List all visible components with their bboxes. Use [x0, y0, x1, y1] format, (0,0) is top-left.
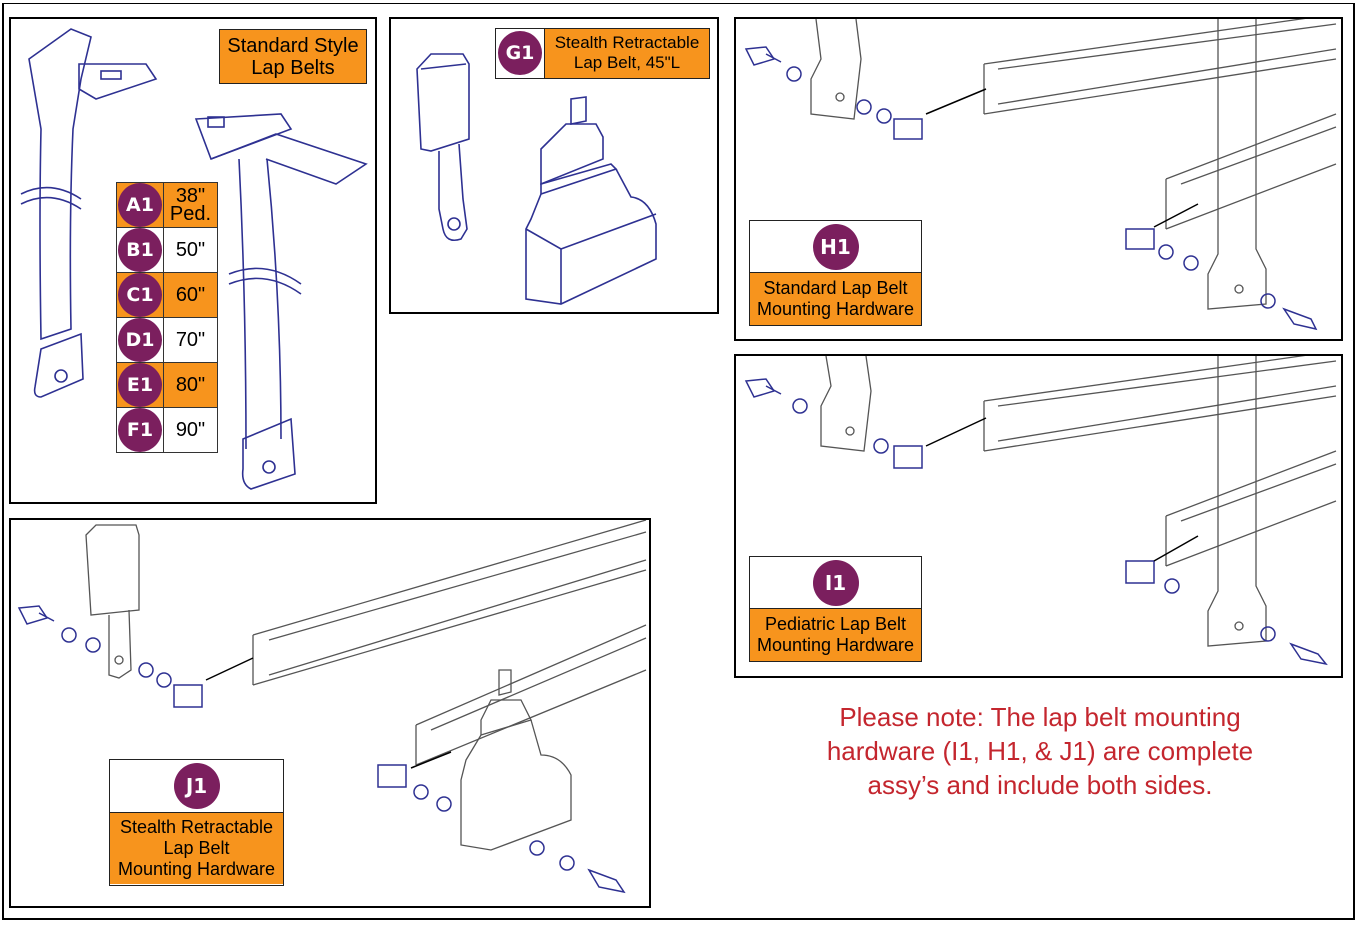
length-cell: 50" [163, 227, 218, 273]
label-line: Lap Belt [163, 838, 230, 858]
panel-standard-mounting-hardware: H1 Standard Lap Belt Mounting Hardware [734, 17, 1343, 341]
panel-stealth-mounting-hardware: J1 Stealth Retractable Lap Belt Mounting… [9, 518, 651, 908]
label-line: Standard Style [227, 35, 359, 57]
part-badge: B1 [118, 228, 162, 272]
length-cell: 60" [163, 272, 218, 318]
pediatric-hardware-drawing [744, 356, 1337, 666]
label-line: Mounting Hardware [756, 635, 915, 655]
part-badge: A1 [118, 183, 162, 227]
label-line: Mounting Hardware [117, 859, 276, 879]
j1-title: Stealth Retractable Lap Belt Mounting Ha… [110, 813, 283, 884]
label-line: Mounting Hardware [756, 299, 915, 319]
label-line: Lap Belts [251, 57, 335, 79]
length-value: 38" [175, 185, 206, 207]
standard-style-label: Standard Style Lap Belts [219, 29, 367, 84]
j1-badge-area: J1 [110, 760, 283, 813]
part-badge-h1: H1 [812, 223, 859, 270]
mounting-hardware-note: Please note: The lap belt mounting hardw… [770, 700, 1310, 802]
label-line: Standard Lap Belt [763, 278, 908, 298]
g1-title: Stealth Retractable Lap Belt, 45"L [544, 29, 709, 78]
retractable-belt-drawing [416, 53, 657, 305]
i1-badge-area: I1 [750, 557, 921, 609]
part-badge-i1: I1 [812, 559, 859, 606]
stealth-hardware-drawing [17, 520, 647, 894]
h1-badge-area: H1 [750, 221, 921, 273]
i1-title: Pediatric Lap Belt Mounting Hardware [750, 609, 921, 661]
part-badge: E1 [118, 363, 162, 407]
length-cell: 90" [163, 407, 218, 453]
part-badge-j1: J1 [173, 763, 220, 809]
label-line: Stealth Retractable [119, 817, 274, 837]
i1-label: I1 Pediatric Lap Belt Mounting Hardware [749, 556, 922, 662]
g1-label: G1 Stealth Retractable Lap Belt, 45"L [495, 28, 710, 79]
j1-label: J1 Stealth Retractable Lap Belt Mounting… [109, 759, 284, 886]
h1-title: Standard Lap Belt Mounting Hardware [750, 273, 921, 325]
note-line: hardware (I1, H1, & J1) are complete [826, 736, 1254, 766]
note-line: Please note: The lap belt mounting [839, 702, 1241, 732]
length-extra: Ped. [169, 203, 212, 225]
part-badge: D1 [118, 318, 162, 362]
label-line: Stealth Retractable [554, 33, 700, 52]
diagram-border [2, 3, 1355, 920]
h1-label: H1 Standard Lap Belt Mounting Hardware [749, 220, 922, 326]
label-line: Pediatric Lap Belt [764, 614, 907, 634]
length-cell: 80" [163, 362, 218, 408]
part-badge-g1: G1 [498, 31, 542, 75]
length-cell: 38"Ped. [163, 182, 218, 228]
standard-hardware-drawing [744, 19, 1337, 331]
part-badge: C1 [118, 273, 162, 317]
panel-stealth-retractable: G1 Stealth Retractable Lap Belt, 45"L [389, 17, 719, 314]
standard-lap-belt-drawing [20, 28, 368, 490]
part-badge: F1 [118, 408, 162, 452]
length-cell: 70" [163, 317, 218, 363]
panel-pediatric-mounting-hardware: I1 Pediatric Lap Belt Mounting Hardware [734, 354, 1343, 678]
note-line: assy’s and include both sides. [867, 770, 1213, 800]
label-line: Lap Belt, 45"L [573, 53, 681, 72]
